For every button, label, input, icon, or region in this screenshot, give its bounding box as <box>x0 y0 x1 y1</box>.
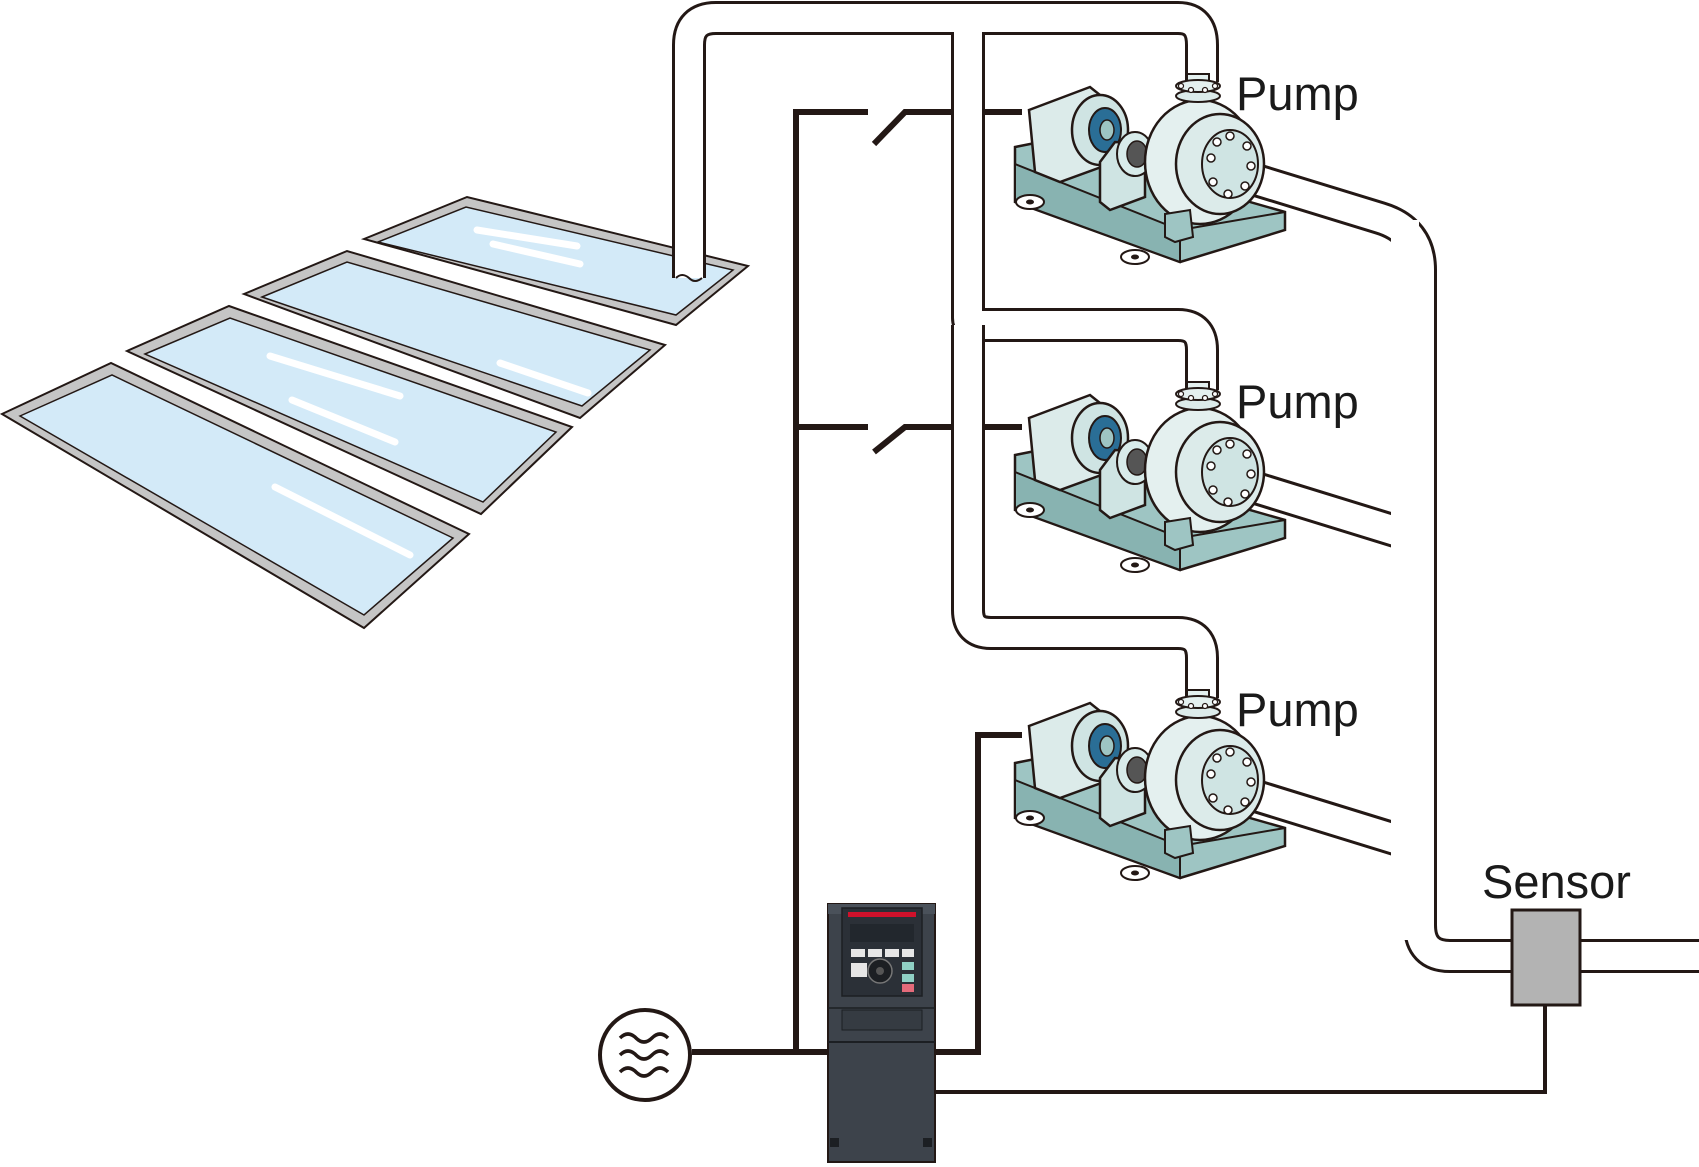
pump-label: Pump <box>1236 683 1359 736</box>
ac-power-source-icon <box>598 1008 692 1102</box>
pressure-sensor: Sensor <box>1482 855 1631 1007</box>
tank-3 <box>124 304 574 516</box>
inverter-drive <box>827 903 936 1163</box>
water-tanks <box>0 195 751 630</box>
pump-unit-1: Pump <box>1013 67 1359 266</box>
tank-2 <box>241 249 668 420</box>
contactor-switch-2 <box>872 424 952 455</box>
pump-label: Pump <box>1236 375 1359 428</box>
pipes <box>672 1 1699 973</box>
pump-unit-3: Pump <box>1013 683 1359 882</box>
contactor-switch-1 <box>871 109 952 147</box>
power-wiring <box>692 109 1547 1094</box>
pump-unit-2: Pump <box>1013 375 1359 574</box>
tank-1 <box>360 195 751 327</box>
tank-4 <box>0 361 471 630</box>
pump-label: Pump <box>1236 67 1359 120</box>
sensor-label: Sensor <box>1482 855 1631 908</box>
discharge-pipe <box>1224 155 1699 973</box>
suction-pipe <box>672 1 1219 698</box>
